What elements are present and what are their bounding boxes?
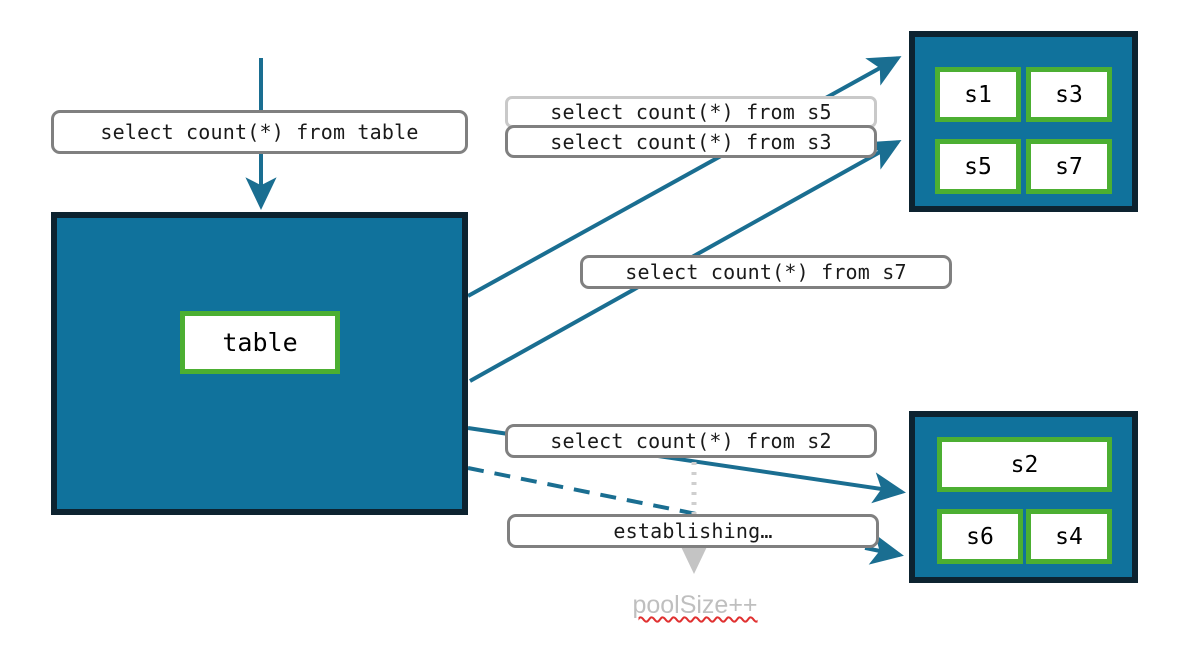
query-label-s2[interactable]: select count(*) from s2 (505, 424, 877, 458)
query-label-table[interactable]: select count(*) from table (51, 110, 468, 154)
annotation-poolsize-text: poolSize++ (632, 591, 758, 619)
node-s2[interactable]: s2 (937, 437, 1112, 492)
query-label-s5[interactable]: select count(*) from s5 (505, 96, 877, 128)
query-label-s3[interactable]: select count(*) from s3 (505, 125, 877, 158)
node-s3[interactable]: s3 (1026, 67, 1112, 122)
status-label-establishing[interactable]: establishing… (507, 514, 879, 548)
node-s7[interactable]: s7 (1026, 139, 1112, 194)
query-label-s7[interactable]: select count(*) from s7 (580, 255, 952, 289)
node-table[interactable]: table (180, 311, 340, 374)
node-s6[interactable]: s6 (937, 509, 1023, 564)
node-s4[interactable]: s4 (1026, 509, 1112, 564)
annotation-poolsize: poolSize++ (600, 591, 790, 620)
node-s1[interactable]: s1 (935, 67, 1021, 122)
node-s5[interactable]: s5 (935, 139, 1021, 194)
